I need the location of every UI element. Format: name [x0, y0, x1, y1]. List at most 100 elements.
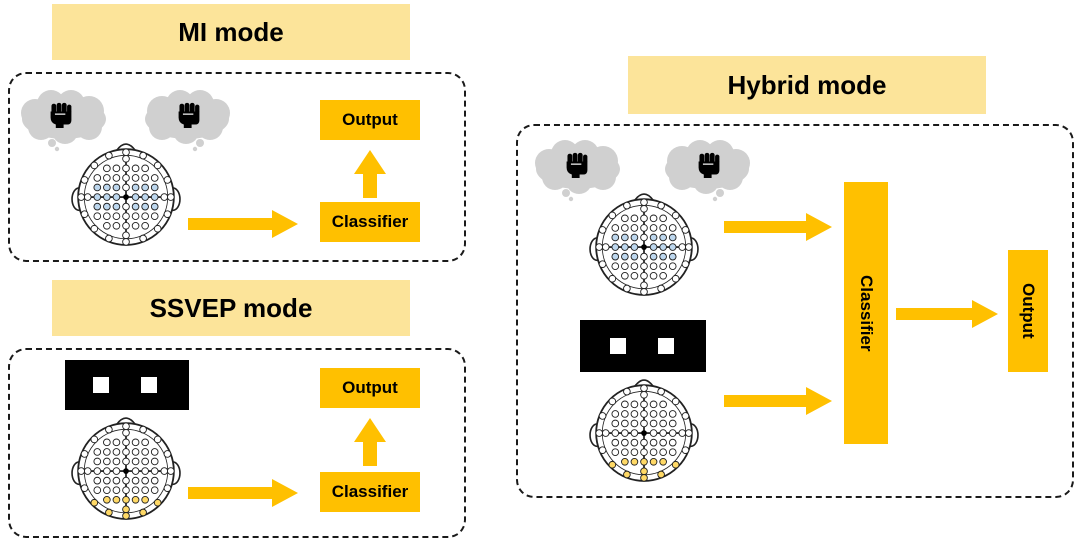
electrode [630, 233, 639, 242]
electrode [93, 212, 102, 221]
electrode [139, 151, 147, 160]
electrode [640, 262, 648, 271]
hybrid-output-box: Output [1008, 250, 1048, 372]
hybrid-mode-title-text: Hybrid mode [727, 69, 887, 100]
electrode [611, 429, 620, 437]
ssvep-mode-title: SSVEP mode [52, 280, 410, 336]
electrode [621, 419, 629, 428]
electrode [623, 387, 631, 396]
electrode [608, 460, 617, 469]
electrode [93, 467, 102, 475]
electrode [649, 214, 658, 223]
ssvep-output-box: Output [320, 368, 420, 408]
electrode [630, 438, 639, 447]
electrode [668, 224, 677, 232]
ssvep-mode-panel [8, 348, 466, 538]
electrode [659, 271, 667, 280]
electrode [611, 448, 620, 457]
electrode [640, 419, 648, 428]
electrode [659, 419, 667, 428]
electrode [103, 174, 111, 182]
electrode [131, 212, 140, 221]
electrode [640, 467, 648, 476]
electrode [105, 425, 113, 434]
electrode [649, 457, 658, 466]
electrode [657, 201, 665, 210]
electrode [131, 457, 140, 466]
electrode [668, 233, 677, 242]
electrode [657, 387, 665, 396]
electrode [659, 429, 667, 437]
electrode [93, 183, 102, 192]
mi-classifier-box: Classifier [320, 202, 420, 242]
electrode [153, 224, 162, 233]
electrode [681, 446, 690, 454]
arrow-icon [354, 150, 386, 198]
electrode [623, 201, 631, 210]
electrode [150, 448, 159, 456]
electrode [103, 457, 111, 466]
electrode [77, 193, 86, 201]
electrode [659, 243, 667, 251]
electrode [640, 474, 648, 482]
electrode [640, 204, 648, 213]
electrode [103, 438, 111, 447]
electrode [122, 428, 130, 437]
hybrid-mode-title: Hybrid mode [628, 56, 986, 114]
electrode [153, 161, 162, 170]
electrode [671, 211, 680, 220]
electrode [649, 233, 658, 242]
electrode [595, 429, 604, 437]
electrode [623, 470, 631, 479]
electrode [166, 193, 175, 201]
electrode [659, 457, 667, 466]
electrode [131, 164, 140, 173]
mi-mode-title-text: MI mode [178, 16, 284, 47]
electrode [621, 243, 629, 251]
electrode [112, 212, 121, 221]
electrode [80, 176, 89, 184]
electrode [649, 252, 658, 261]
electrode [103, 193, 111, 201]
electrode [141, 193, 149, 201]
electrode [122, 164, 130, 173]
electrode [150, 202, 159, 211]
electrode [122, 212, 130, 221]
raised-fist-icon [48, 100, 74, 130]
electrode [649, 429, 658, 437]
electrode [141, 476, 149, 485]
electrode [122, 486, 130, 495]
electrode [103, 448, 111, 456]
electrode [112, 486, 121, 495]
electrode [122, 174, 130, 182]
electrode [163, 176, 172, 184]
eeg-cap-icon [588, 188, 700, 300]
electrode [103, 486, 111, 495]
eeg-cap-icon [70, 138, 182, 250]
electrode [611, 438, 620, 447]
electrode [630, 214, 639, 223]
electrode [93, 476, 102, 485]
electrode [630, 271, 639, 280]
electrode [671, 274, 680, 283]
electrode [598, 226, 607, 234]
electrode [93, 193, 102, 201]
electrode [80, 210, 89, 218]
electrode [131, 174, 140, 182]
eeg-cap-icon [588, 374, 700, 486]
electrode [621, 252, 629, 261]
electrode [131, 438, 140, 447]
electrode [598, 446, 607, 454]
electrode [160, 467, 169, 475]
electrode [122, 438, 130, 447]
electrode [640, 400, 648, 409]
electrode [131, 193, 140, 201]
arrow-icon [188, 479, 298, 507]
electrode [630, 400, 639, 409]
electrode [103, 202, 111, 211]
electrode [640, 384, 648, 393]
arrow-icon [896, 300, 998, 328]
electrode [83, 193, 92, 201]
ssvep-mode-title-text: SSVEP mode [149, 292, 313, 323]
electrode [649, 448, 658, 457]
